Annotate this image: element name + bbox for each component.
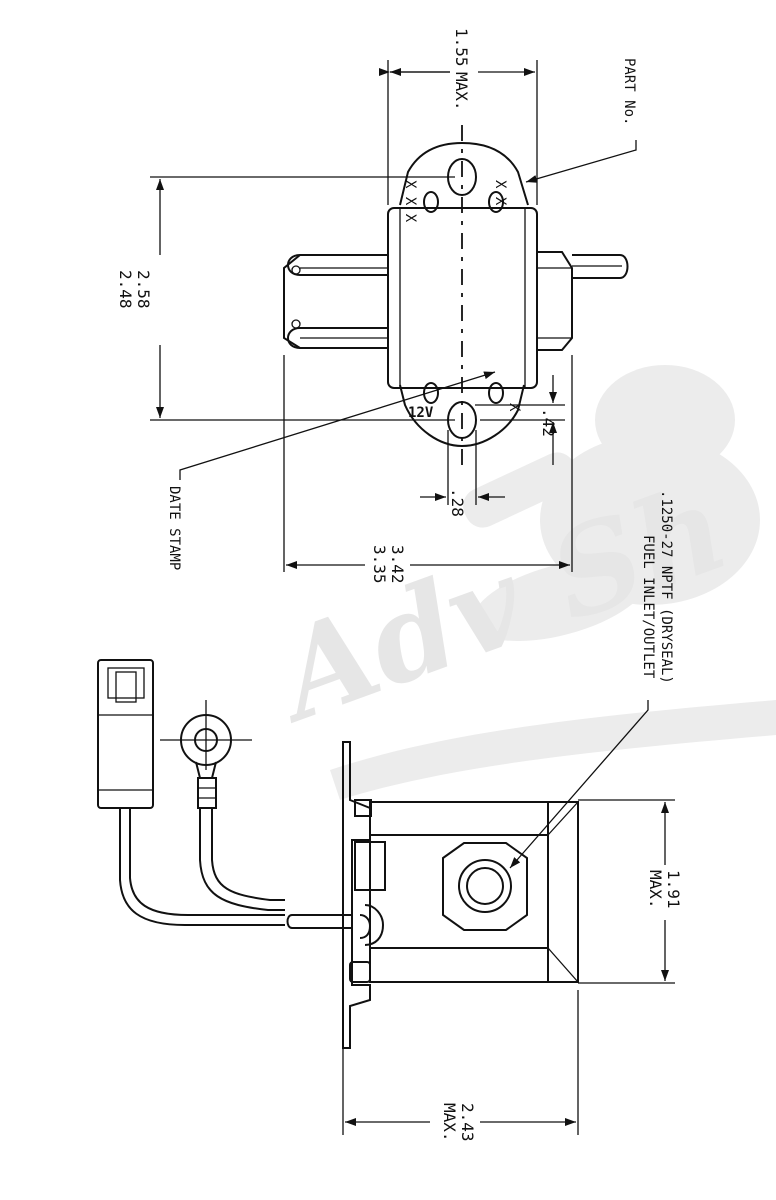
dim-height-max-suffix: MAX. [440,1103,459,1142]
dim-width-max-value: 1.55 [452,28,471,67]
dim-depth-max: 1.91 MAX. [578,799,683,984]
dim-height-lower: 2.48 [116,270,135,309]
dim-length: 3.42 3.35 [283,355,573,584]
dim-hole-width: .28 [420,430,505,517]
connector-plug [97,659,154,809]
callout-part-no-label: PART No. [621,58,637,125]
dim-height-upper: 2.58 [134,270,153,309]
mascot-watermark-icon [463,365,760,642]
watermark: Adv Sh [252,365,776,800]
ring-terminal [160,700,252,809]
dim-height-max: 2.43 MAX. [342,990,579,1142]
dim-height: 2.58 2.48 [116,176,455,421]
callout-thread: .1250-27 NPTF (DRYSEAL) FUEL INLET/OUTLE… [509,490,674,869]
marking-voltage: 12V [408,405,434,421]
left-fitting [283,254,388,349]
pump-body-side [359,801,579,983]
callout-date-stamp: DATE STAMP [166,371,496,570]
marking-xxx: X X X [402,180,418,223]
dim-hole-offset-value: .42 [539,408,558,437]
dim-hole-offset: .42 [475,375,565,465]
callout-port-label: FUEL INLET/OUTLET [640,535,656,679]
marking-x: X [506,403,522,412]
dim-hole-width-value: .28 [448,488,467,517]
dim-width-max-suffix: MAX. [452,72,471,111]
callout-thread-spec: .1250-27 NPTF (DRYSEAL) [658,490,674,684]
dim-height-max-value: 2.43 [458,1103,477,1142]
dim-length-upper: 3.42 [388,545,407,584]
watermark-swoosh [330,700,776,800]
callout-part-no: PART No. [525,58,637,183]
dim-depth-max-suffix: MAX. [646,870,665,909]
dim-length-lower: 3.35 [370,545,389,584]
right-fitting [537,251,629,351]
wires [119,808,352,929]
dim-depth-max-value: 1.91 [664,870,683,909]
callout-date-stamp-label: DATE STAMP [166,486,182,570]
fuel-port-fitting [442,842,528,931]
marking-xx: X X [492,180,508,206]
mounting-flange: X X X X X X 12V [399,141,529,448]
top-view: 1.55 MAX. X X X X X X 12V [116,28,637,584]
side-view: .1250-27 NPTF (DRYSEAL) FUEL INLET/OUTLE… [97,490,683,1142]
dim-width-max: 1.55 MAX. [379,28,538,205]
